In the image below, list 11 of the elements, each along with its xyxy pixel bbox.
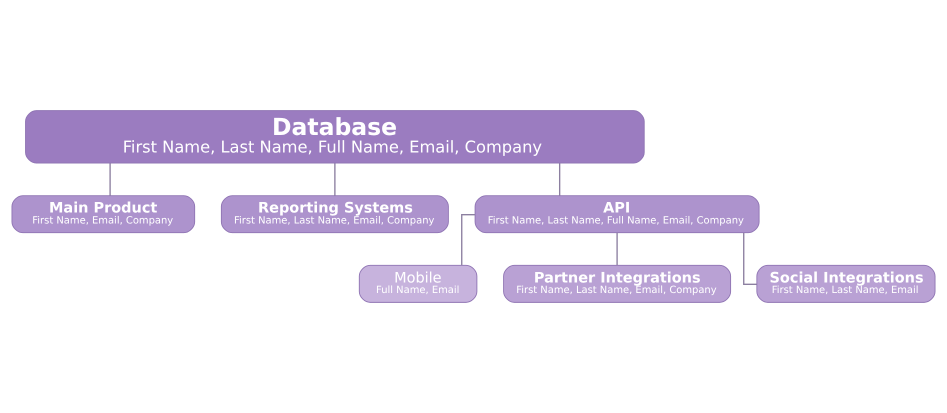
node-box: API First Name, Last Name, Full Name, Email, Company xyxy=(474,195,760,234)
node-box: Database First Name, Last Name, Full Name, Email, Company xyxy=(25,110,645,164)
connector xyxy=(109,163,111,196)
node-box: Mobile Full Name, Email xyxy=(358,264,478,303)
connector xyxy=(558,163,560,196)
node-box: Partner Integrations First Name, Last Name, Email, Company xyxy=(503,264,732,303)
connector xyxy=(334,163,336,196)
node-box: Social Integrations First Name, Last Name, Email xyxy=(756,264,936,303)
connector xyxy=(616,232,618,266)
node-box: Reporting Systems First Name, Last Name, Email, Company xyxy=(220,195,449,234)
node-box: Main Product First Name, Email, Company xyxy=(12,195,196,234)
